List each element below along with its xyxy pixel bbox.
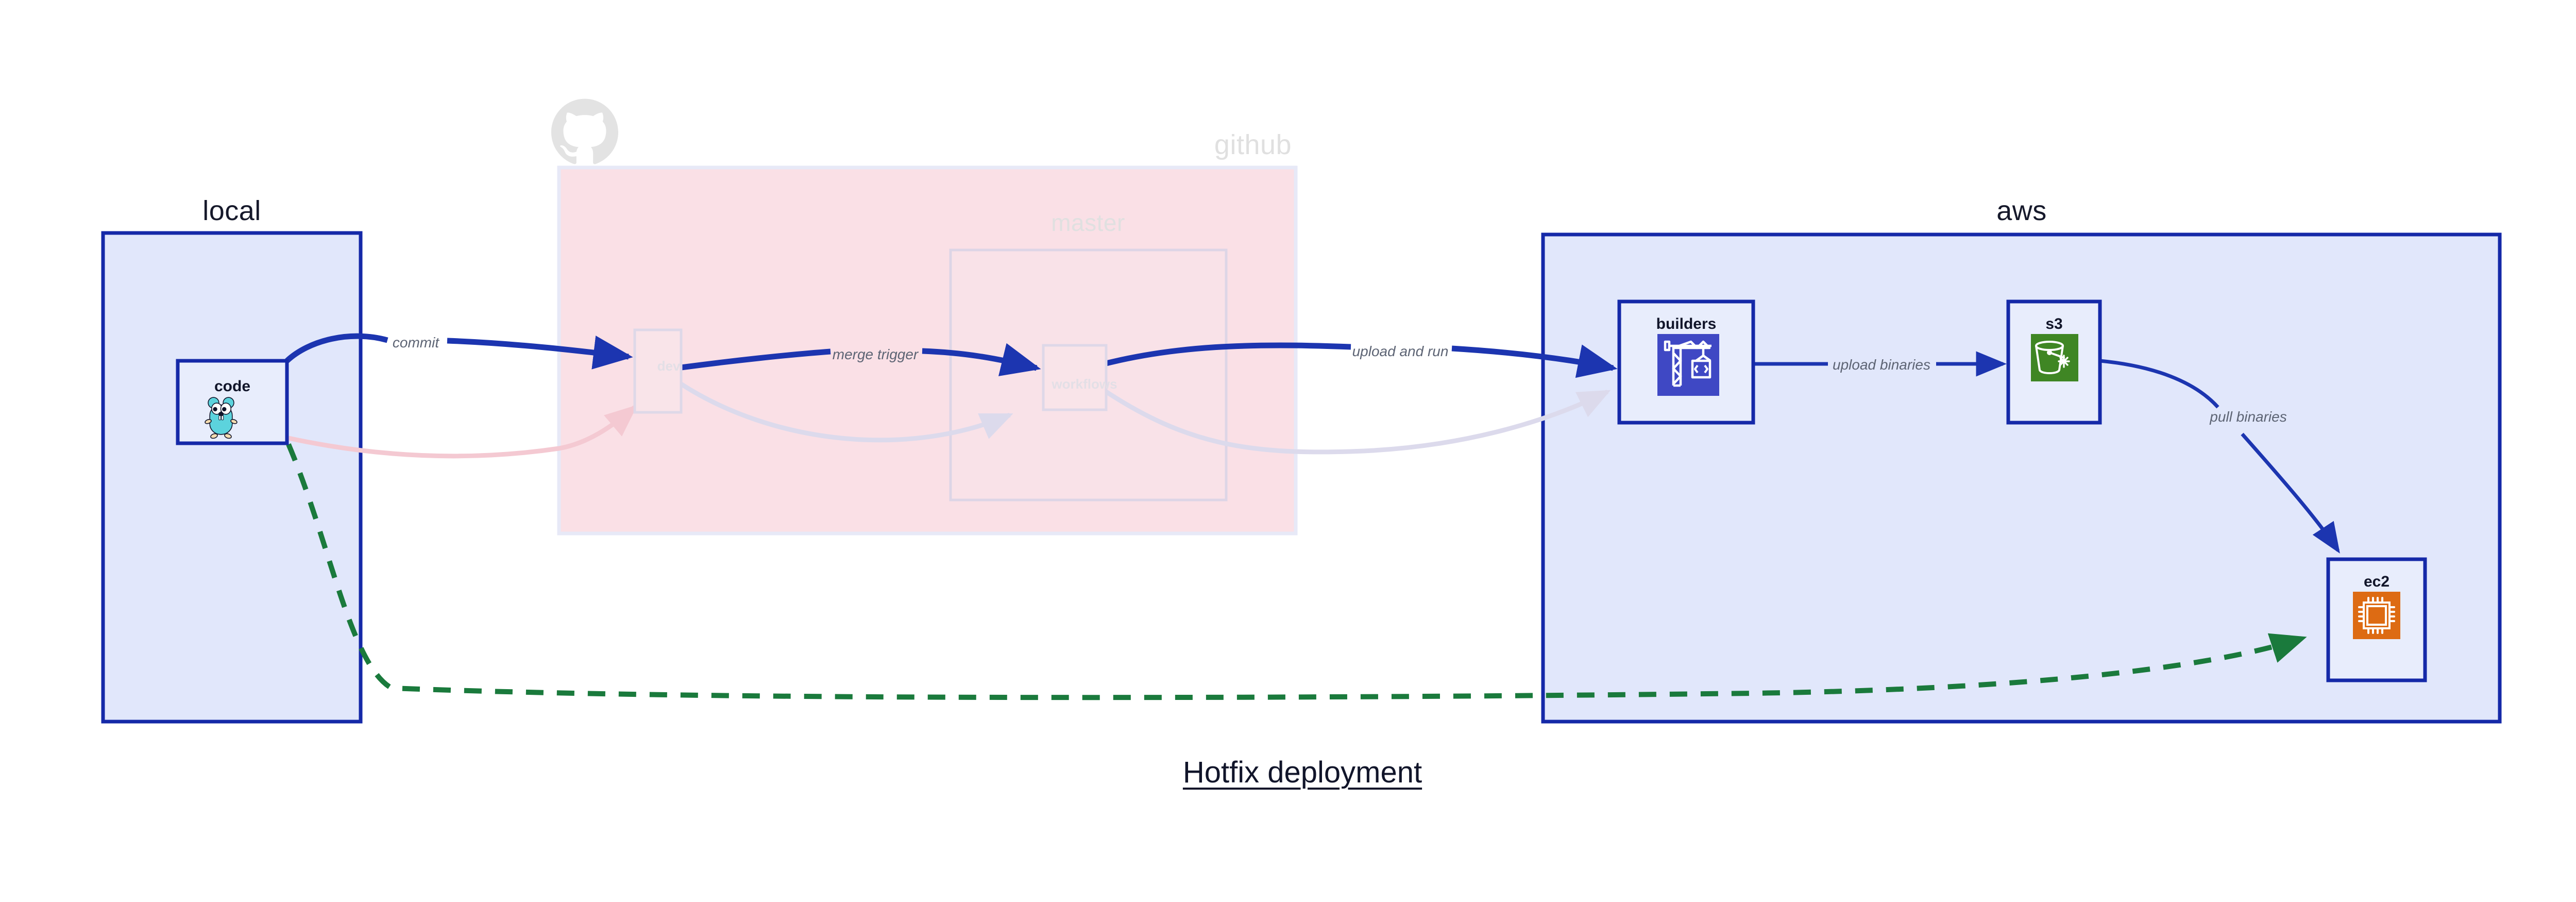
- edge-commit-right: [447, 336, 633, 370]
- aws-s3-glacier-bucket-icon: [2031, 334, 2078, 381]
- node-box-workflows[interactable]: [1042, 344, 1108, 411]
- edge-upload-and-run-right: [1451, 344, 1618, 378]
- node-label-dev: dev: [657, 358, 681, 374]
- node-label-code: code: [214, 378, 251, 395]
- edge-deploy-direct-dashed: [286, 443, 2307, 700]
- node-label-workflows: workflows: [1052, 376, 1117, 392]
- edge-merge-trigger-right: [922, 343, 1041, 376]
- node-label-ec2: ec2: [2363, 573, 2390, 590]
- edge-pull-binaries-upper: [2099, 359, 2219, 409]
- edge-faded-dev-workflows: [680, 382, 1013, 443]
- edge-label-merge-trigger: merge trigger: [832, 346, 919, 362]
- group-label-aws: aws: [1996, 195, 2047, 226]
- github-logo-icon: [551, 98, 618, 164]
- diagram-title: Hotfix deployment: [1182, 756, 1422, 789]
- edge-pull-binaries-lower: [2241, 432, 2340, 554]
- go-gopher-icon: [205, 397, 238, 439]
- node-label-s3: s3: [2045, 315, 2063, 332]
- group-label-github: github: [1214, 129, 1292, 160]
- group-container-local: [101, 231, 363, 724]
- edge-label-pull-binaries: pull binaries: [2210, 409, 2287, 425]
- edge-faded-code-dev: [288, 405, 638, 459]
- edge-merge-trigger-left: [681, 348, 831, 371]
- aws-codebuild-crane-icon: [1657, 334, 1719, 396]
- group-label-local: local: [202, 195, 261, 226]
- edge-faded-workflows-builders: [1105, 389, 1611, 455]
- edge-commit-left: [285, 333, 388, 363]
- group-label-master: master: [1051, 209, 1125, 236]
- edge-label-upload-and-run: upload and run: [1352, 343, 1449, 359]
- edge-label-commit: commit: [392, 335, 439, 350]
- aws-ec2-chip-icon: [2353, 592, 2400, 639]
- node-label-builders: builders: [1656, 315, 1717, 332]
- node-box-dev[interactable]: [633, 328, 683, 414]
- edge-label-upload-binaries: upload binaries: [1833, 357, 1930, 373]
- edge-upload-and-run-left: [1105, 342, 1351, 366]
